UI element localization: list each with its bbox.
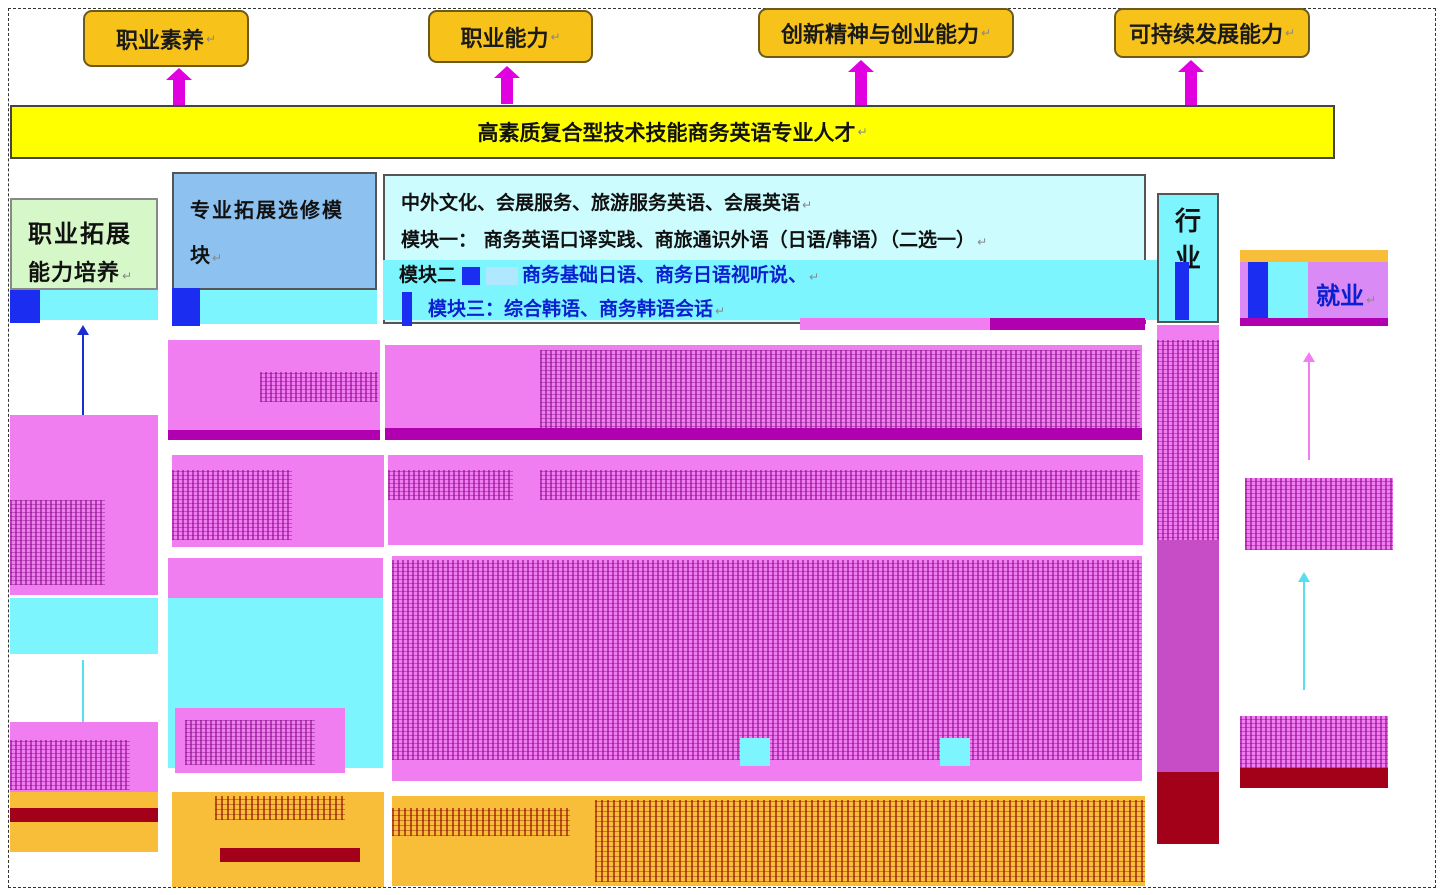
artifact-block: [200, 290, 377, 324]
goal-label: 创新精神与创业能力: [780, 23, 979, 48]
artifact-block: [185, 720, 315, 765]
artifact-block: [1248, 262, 1268, 318]
artifact-block: [402, 292, 412, 326]
artifact-block: [1240, 250, 1388, 262]
artifact-block: [740, 738, 770, 766]
artifact-block: [486, 266, 519, 285]
artifact-block: [220, 848, 360, 862]
arrow-up-icon: [1303, 352, 1315, 362]
artifact-block: [10, 740, 130, 790]
artifact-block: [990, 318, 1145, 330]
goal-box-professional-quality: 职业素养↵: [83, 10, 249, 67]
artifact-block: [388, 470, 513, 500]
artifact-block: [383, 260, 1218, 320]
diagram-frame: [8, 8, 1436, 888]
artifact-block: [392, 560, 1142, 760]
artifact-block: [1268, 262, 1308, 318]
artifact-block: [595, 800, 1145, 882]
talent-goal-banner: 高素质复合型技术技能商务英语专业人才↵: [10, 105, 1335, 159]
connector-line: [1308, 360, 1310, 460]
artifact-block: [1245, 478, 1393, 550]
artifact-block: [1157, 540, 1219, 785]
connector-line: [82, 330, 84, 415]
artifact-block: [215, 796, 345, 820]
artifact-block: [10, 792, 158, 852]
artifact-block: [1157, 772, 1219, 844]
artifact-block: [168, 430, 380, 440]
arrow-up-icon: [1298, 572, 1310, 582]
artifact-block: [1240, 318, 1388, 326]
arrow-up-icon: [77, 325, 89, 335]
artifact-block: [388, 455, 1143, 545]
employment-box: 就业↵: [1240, 262, 1388, 320]
artifact-block: [260, 372, 378, 402]
artifact-block: [1240, 716, 1388, 768]
artifact-block: [1175, 262, 1189, 320]
artifact-block: [168, 558, 383, 598]
artifact-block: [462, 266, 481, 285]
goal-box-sustainable-development: 可持续发展能力↵: [1114, 8, 1310, 58]
artifact-block: [1240, 768, 1388, 788]
artifact-block: [10, 598, 158, 654]
goal-label: 职业能力: [460, 26, 549, 52]
up-arrow-icon: [848, 60, 874, 106]
goal-box-professional-ability: 职业能力↵: [428, 10, 593, 63]
elective-module-box: 专业拓展选修模 块↵: [172, 172, 377, 290]
career-extension-box: 职业拓展 能力培养↵: [10, 198, 158, 290]
up-arrow-icon: [1178, 60, 1204, 106]
artifact-block: [10, 290, 40, 323]
connector-line: [1303, 580, 1305, 690]
artifact-block: [392, 808, 570, 836]
connector-line: [82, 660, 84, 725]
artifact-block: [385, 428, 1142, 440]
artifact-block: [40, 290, 158, 320]
artifact-block: [10, 808, 158, 822]
artifact-block: [940, 738, 970, 766]
module-line-3: 模块二商务基础日语、商务日语视听说、↵: [399, 264, 820, 286]
artifact-block: [540, 350, 1140, 435]
artifact-block: [1157, 340, 1219, 550]
artifact-block: [540, 470, 1140, 500]
module-line-4: 模块三：综合韩语、商务韩语会话↵: [428, 298, 726, 320]
artifact-block: [172, 470, 292, 540]
goal-label: 可持续发展能力: [1128, 23, 1283, 48]
up-arrow-icon: [166, 68, 192, 106]
goal-label: 职业素养: [115, 28, 204, 54]
up-arrow-icon: [494, 66, 520, 104]
artifact-block: [172, 288, 200, 326]
artifact-block: [10, 500, 105, 585]
goal-box-innovation: 创新精神与创业能力↵: [758, 8, 1014, 58]
